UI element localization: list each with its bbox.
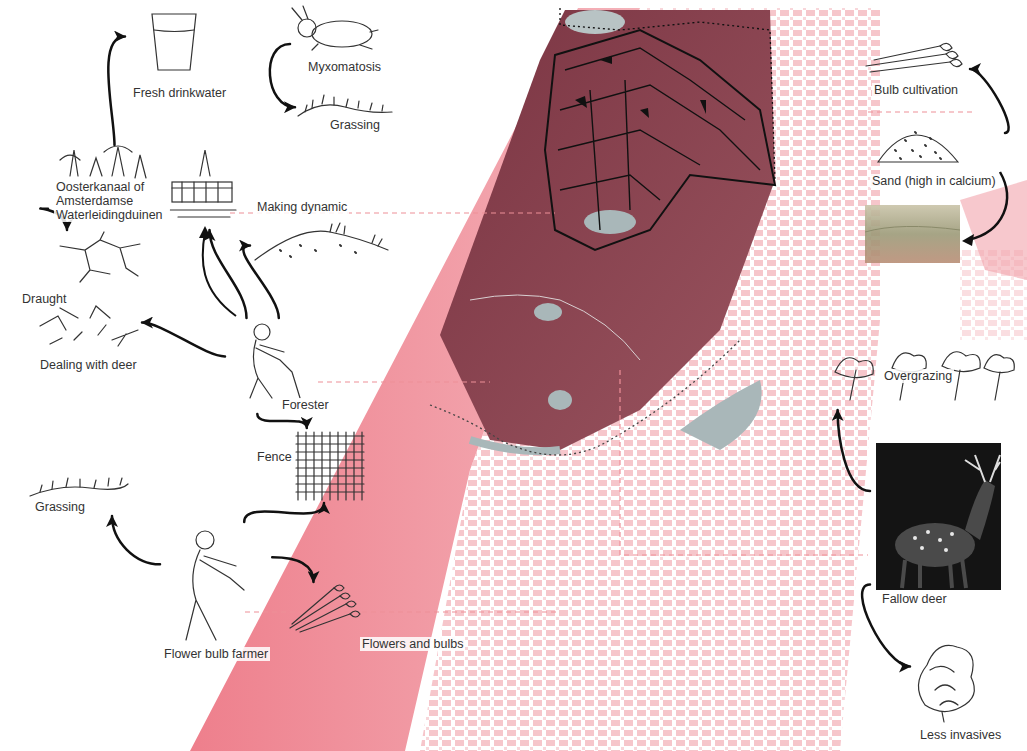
illustrated-node: Fresh drinkwater [125,8,235,103]
illustrated-node: Fence [255,428,370,503]
illustrated-node: Flower bulb farmer [160,522,272,663]
node-label: Fresh drinkwater [131,86,228,100]
node-label: Less invasives [918,728,1003,742]
node-label: Myxomatosis [306,60,383,74]
curved-arrow [142,323,225,357]
illustrated-node: Fallow deer [870,440,1005,610]
node-label: Grassing [328,118,382,132]
illustrated-node: Myxomatosis [290,8,390,80]
node-label: Making dynamic [255,200,349,214]
illustrated-node: Forester [225,318,333,414]
curved-arrow [108,37,125,146]
node-label: Overgrazing [882,369,954,383]
illustrated-node: Sand (high in calcium) [865,108,1005,191]
node-label: Forester [280,398,331,412]
node-label: Bulb cultivation [872,83,960,97]
curved-arrow [112,516,160,564]
node-label: Draught [20,292,68,306]
node-label: Flowers and bulbs [360,637,465,651]
curved-arrow [838,410,870,491]
illustrated-node: Dealing with deer [32,300,142,375]
curved-arrow [270,44,295,107]
illustrated-node: Oosterkanaal of Amsterdamse Waterleiding… [48,145,238,230]
curved-arrow [272,557,313,582]
node-label: Sand (high in calcium) [870,174,998,188]
illustrated-node: Overgrazing [828,345,1020,410]
curved-arrow [243,246,278,319]
illustrated-node: Making dynamic [250,200,390,265]
curved-arrow [244,503,324,522]
illustrated-node: Grassing [295,88,395,136]
illustrated-node: Draught [15,230,145,310]
node-label: Grassing [33,500,87,514]
node-label: Fallow deer [880,592,949,606]
curved-arrow [257,414,307,428]
illustrated-node: Less invasives [910,632,1010,747]
illustrated-node: Flowers and bulbs [285,582,475,653]
node-label: Dealing with deer [38,358,139,372]
node-label: Fence [255,450,294,464]
illustrated-node: Grassing [28,478,133,516]
curved-arrow [210,230,247,318]
curved-arrow [970,69,1009,133]
node-label: Oosterkanaal of Amsterdamse Waterleiding… [54,180,170,222]
node-label: Flower bulb farmer [162,647,270,661]
illustrated-node: Bulb cultivation [860,38,970,100]
